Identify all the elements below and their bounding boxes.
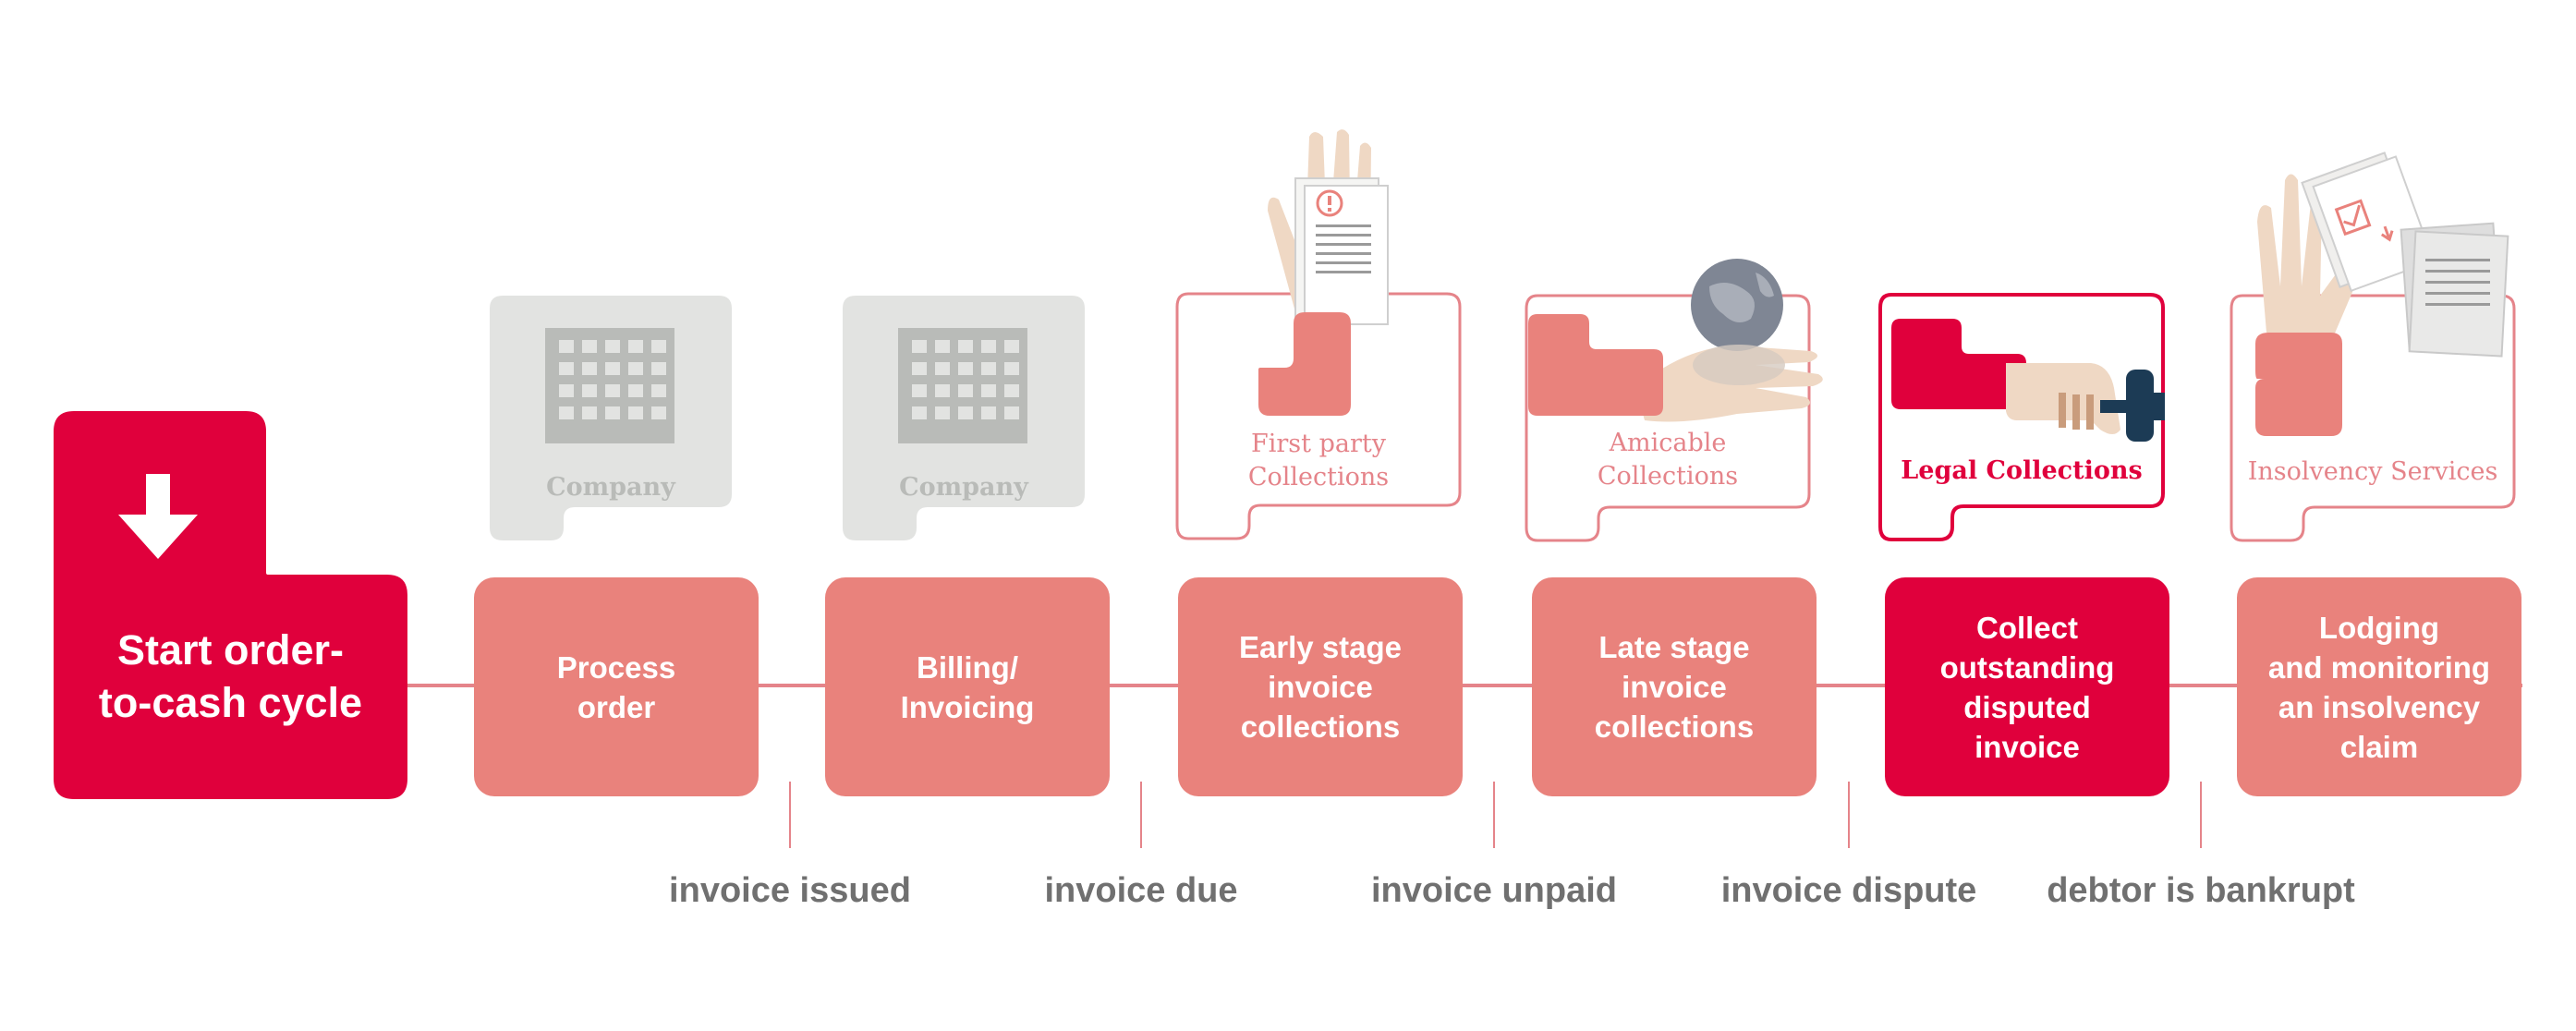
service-card-insolvency: Insolvency Services	[2230, 148, 2553, 545]
start-label: Start order- to-cash cycle	[98, 626, 363, 726]
step-insolvency-claim: Lodging and monitoring an insolvency cla…	[2237, 577, 2521, 796]
service-card-legal: Legal Collections	[1878, 291, 2197, 545]
event-tick	[789, 782, 791, 848]
service-label: Amicable Collections	[1597, 429, 1739, 491]
step-late-stage-collections: Late stage invoice collections	[1532, 577, 1817, 796]
start-block-shape	[54, 411, 407, 799]
service-card-amicable: Amicable Collections	[1525, 249, 1834, 545]
building-icon	[898, 328, 1027, 443]
company-card: Company	[490, 296, 739, 545]
gavel-hand-icon	[1891, 319, 2165, 442]
building-icon	[545, 328, 674, 443]
event-tick	[1848, 782, 1850, 848]
event-tick	[1140, 782, 1142, 848]
company-card: Company	[843, 296, 1092, 545]
hand-document-icon	[1258, 129, 1389, 416]
company-label: Company	[899, 473, 1028, 502]
event-debtor-bankrupt: debtor is bankrupt	[2047, 871, 2355, 910]
company-label: Company	[546, 473, 675, 502]
event-invoice-due: invoice due	[1044, 871, 1238, 910]
globe-hand-icon	[1528, 259, 1823, 422]
start-block: Start order- to-cash cycle	[54, 411, 407, 799]
service-label: Insolvency Services	[2247, 457, 2498, 486]
step-process-order: Process order	[474, 577, 759, 796]
hand-papers-icon	[2255, 152, 2509, 436]
service-label: First party Collections	[1247, 430, 1390, 491]
step-early-stage-collections: Early stage invoice collections	[1178, 577, 1463, 796]
event-tick	[2200, 782, 2202, 848]
event-tick	[1493, 782, 1495, 848]
step-billing-invoicing: Billing/ Invoicing	[825, 577, 1110, 796]
step-collect-disputed-invoice: Collect outstanding disputed invoice	[1885, 577, 2169, 796]
event-invoice-dispute: invoice dispute	[1720, 871, 1977, 910]
service-card-first-party: First party Collections	[1175, 127, 1462, 543]
down-arrow-icon	[118, 474, 198, 559]
event-invoice-issued: invoice issued	[669, 871, 911, 910]
event-invoice-unpaid: invoice unpaid	[1370, 871, 1618, 910]
service-label: Legal Collections	[1901, 456, 2143, 485]
